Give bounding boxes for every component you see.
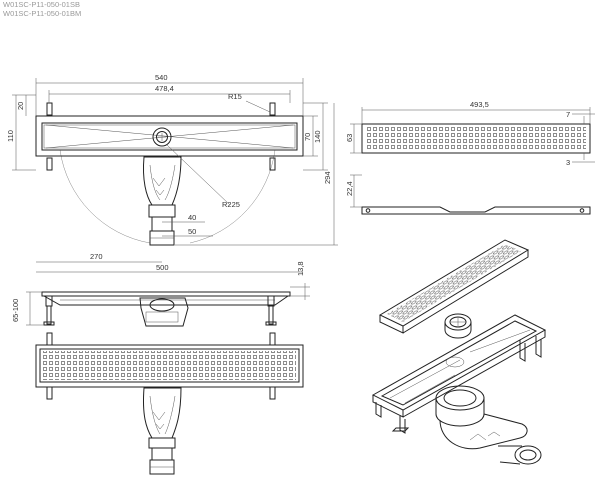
dim-outlet-offset-b: 50 — [188, 227, 196, 236]
siphon-neck — [148, 204, 176, 218]
grate-detail: 493,5 7 3 63 — [345, 100, 595, 167]
dim-grate-thickness: 13,8 — [296, 261, 305, 276]
grate-plate — [361, 123, 591, 154]
front-grate-holes — [43, 351, 296, 380]
dim-inner-width: 478,4 — [155, 84, 174, 93]
dim-radius-large: R225 — [222, 200, 240, 209]
drain-ring — [152, 127, 172, 147]
iso-outlet — [514, 445, 542, 465]
front-siphon — [143, 387, 182, 439]
sweep-arc — [59, 149, 151, 244]
grate-edge-profile — [361, 206, 591, 215]
dim-total-depth: 294 — [323, 171, 332, 184]
dim-flange-height: 20 — [16, 102, 25, 110]
dim-outer-height: 140 — [313, 130, 322, 143]
dim-grate-length: 493,5 — [470, 100, 489, 109]
dim-body-height: 110 — [6, 130, 15, 142]
side-siphon — [139, 297, 189, 327]
channel-inner — [41, 122, 298, 151]
dim-profile-height: 22,4 — [345, 181, 354, 196]
iso-channel — [371, 314, 547, 411]
product-code-1: W01SC-P11-050-01SB — [3, 0, 80, 9]
channel-outer — [35, 115, 304, 157]
dim-margin-b: 3 — [566, 158, 570, 167]
dim-channel-length: 500 — [156, 263, 169, 272]
dim-height-range: 65-100 — [11, 299, 20, 322]
dim-outlet-offset-a: 40 — [188, 213, 196, 222]
product-code-2: W01SC-P11-050-01BM — [3, 9, 82, 18]
isometric-view — [371, 239, 547, 465]
dim-inner-height: 70 — [303, 133, 312, 141]
sweep-arc-right — [189, 149, 276, 244]
front-channel-outer — [35, 344, 304, 388]
product-codes: W01SC-P11-050-01SB W01SC-P11-050-01BM — [3, 0, 81, 18]
grate-profile — [41, 291, 291, 297]
side-view: 65-100 13,8 — [11, 261, 310, 327]
grate-profile-view: 22,4 — [345, 174, 591, 215]
grate-hole-pattern — [367, 127, 586, 151]
channel-profile — [43, 295, 289, 306]
siphon-body — [143, 156, 182, 206]
dim-margin-a: 7 — [566, 110, 570, 119]
front-view — [35, 332, 304, 475]
dim-outlet-position: 270 — [90, 252, 103, 261]
dim-radius-small: R15 — [228, 92, 242, 101]
mounting-feet — [46, 102, 276, 171]
dim-overall-width: 540 — [155, 73, 168, 82]
top-view: 540 478,4 R15 20 110 70 140 294 R225 40 … — [6, 73, 338, 273]
dim-grate-width: 63 — [345, 134, 354, 142]
